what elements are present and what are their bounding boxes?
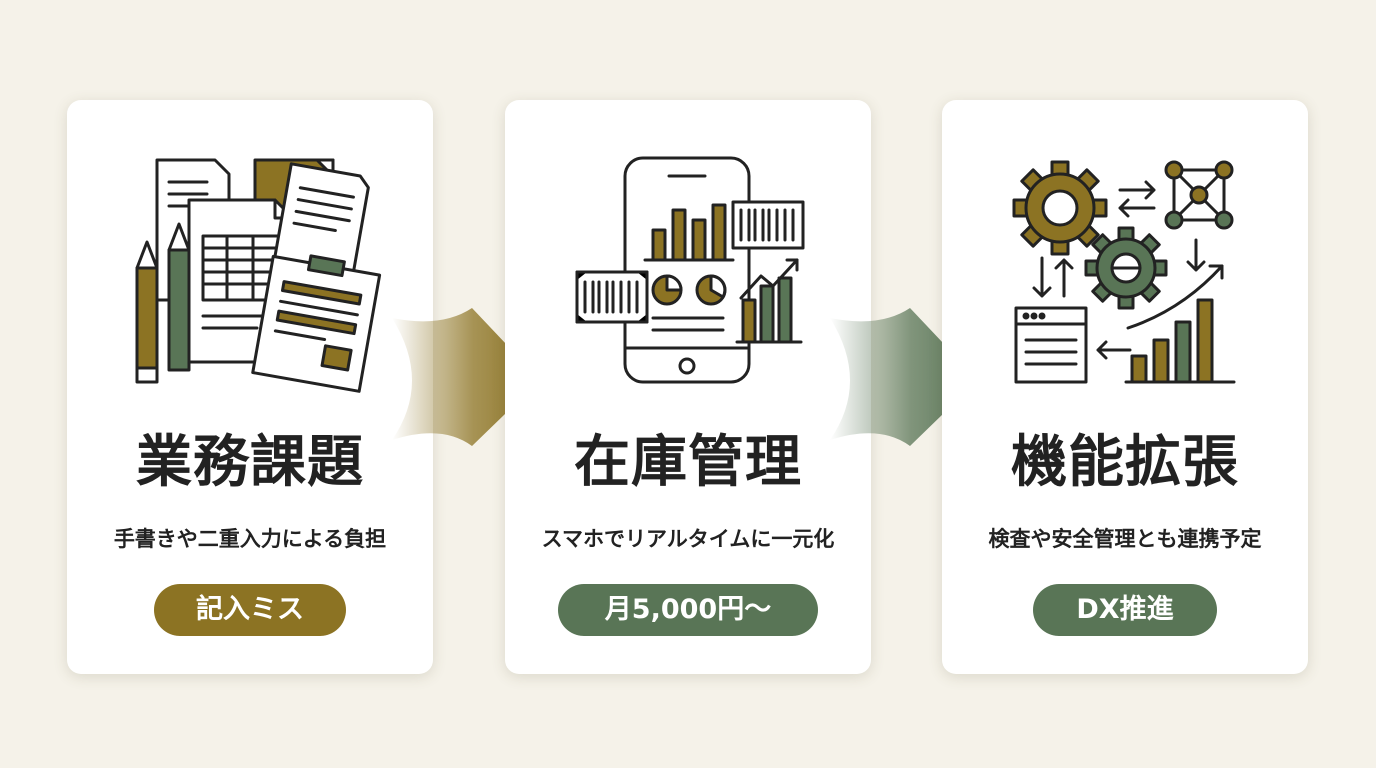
step-description: スマホでリアルタイムに一元化 (541, 527, 835, 551)
step-card-inventory: 在庫管理 スマホでリアルタイムに一元化 月5,000円〜 (505, 100, 871, 674)
arrow-right-icon (830, 308, 978, 446)
step-badge: DX推進 (1033, 584, 1217, 636)
step-badge: 月5,000円〜 (558, 584, 818, 636)
step-card-expansion: 機能拡張 検査や安全管理とも連携予定 DX推進 (942, 100, 1308, 674)
step-title: 在庫管理 (574, 429, 802, 495)
smartphone-barcode-dashboard-icon (575, 156, 805, 384)
step-badge: 記入ミス (154, 584, 346, 636)
arrow-right-icon (392, 308, 540, 446)
step-description: 検査や安全管理とも連携予定 (988, 527, 1262, 551)
step-title: 業務課題 (136, 429, 364, 495)
step-title: 機能拡張 (1011, 429, 1239, 495)
gears-integration-growth-icon (1012, 160, 1236, 384)
step-description: 手書きや二重入力による負担 (113, 527, 387, 551)
paperwork-documents-icon (135, 158, 382, 393)
step-card-business-issue: 業務課題 手書きや二重入力による負担 記入ミス (67, 100, 433, 674)
